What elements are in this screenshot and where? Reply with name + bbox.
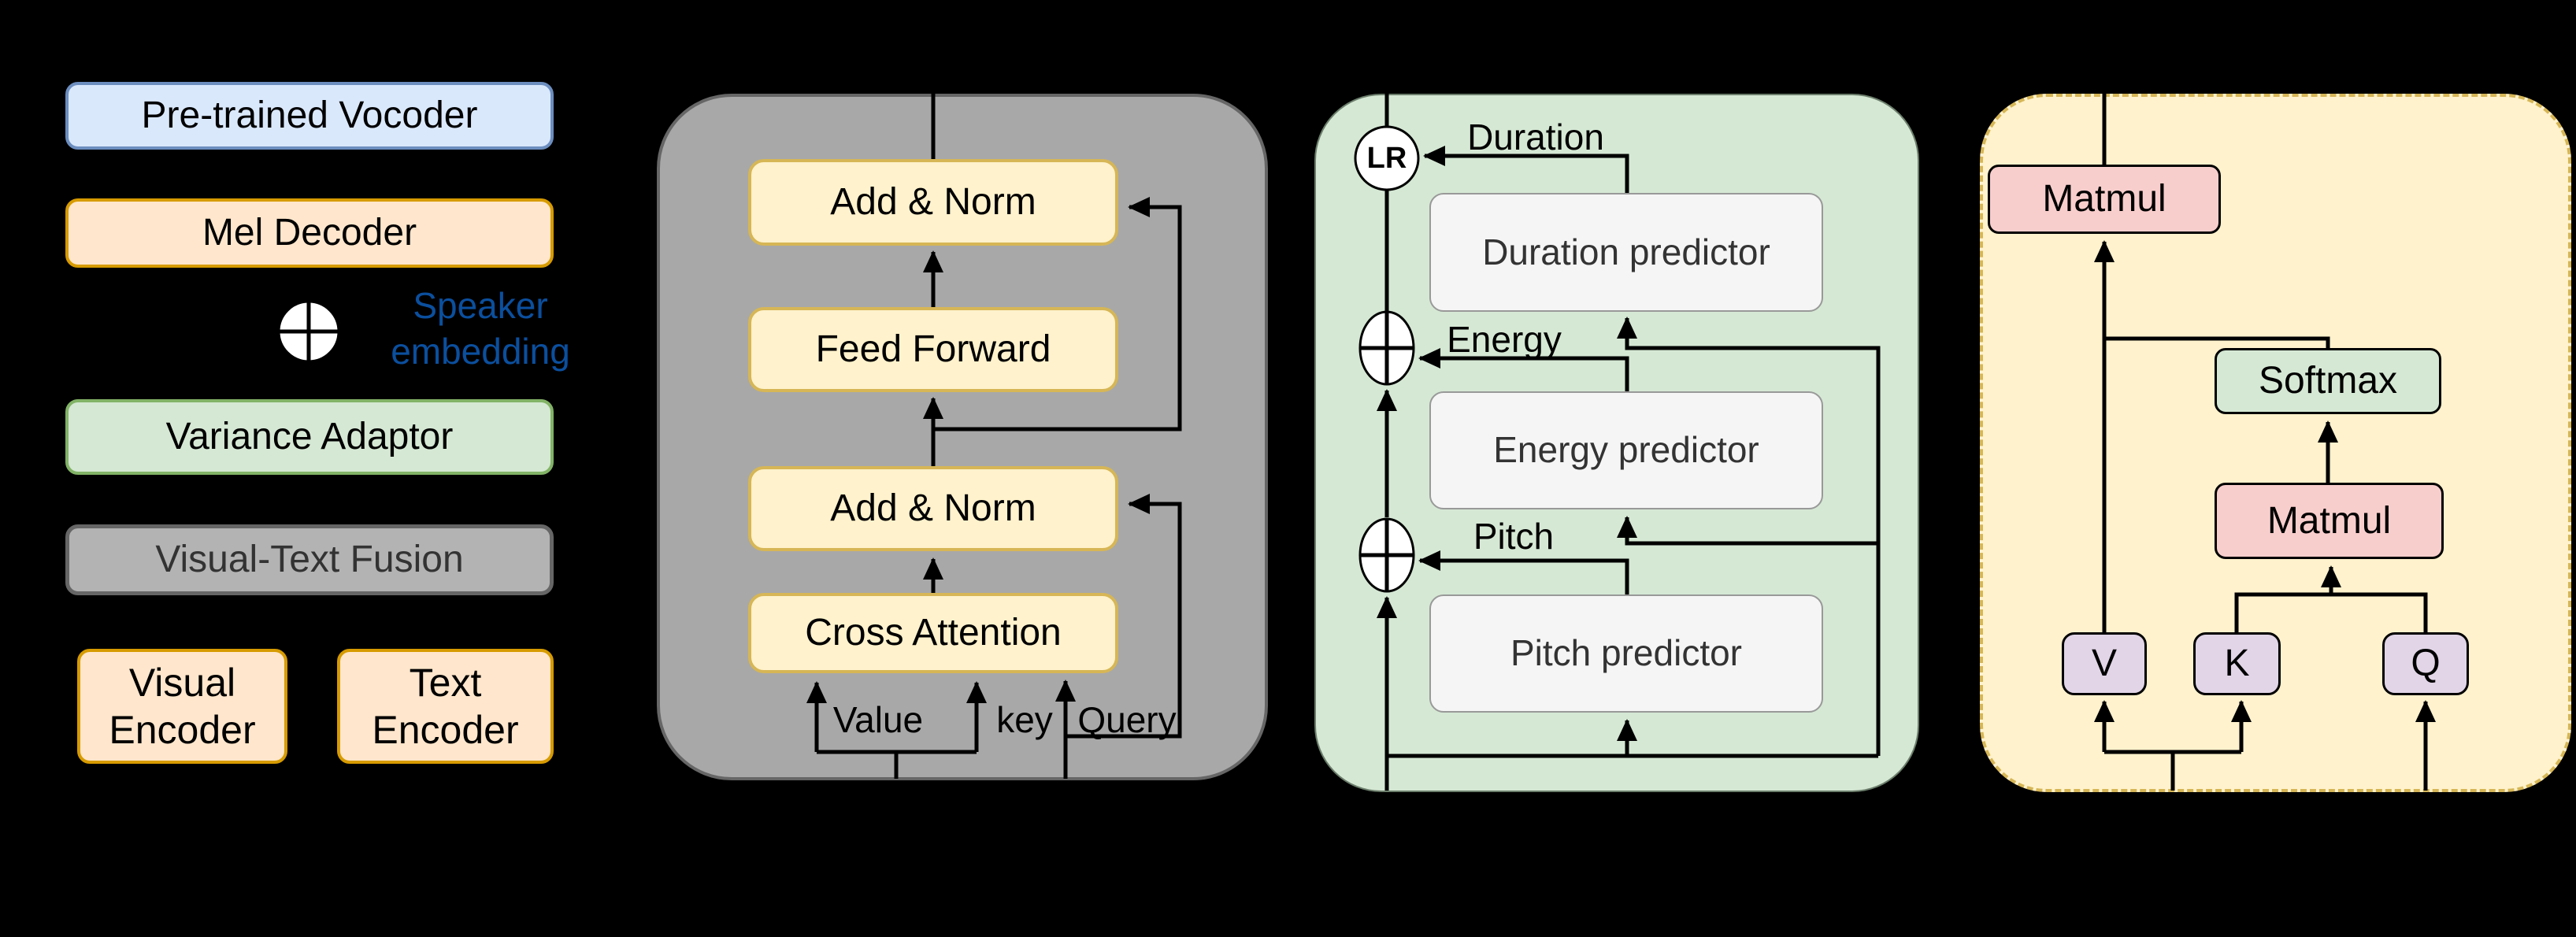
- add-icon-energy: [1358, 310, 1415, 386]
- cross-attention-box: Cross Attention: [748, 593, 1118, 673]
- matmul-bottom-box: Matmul: [2215, 483, 2444, 559]
- pitch-predictor-box: Pitch predictor: [1429, 594, 1823, 713]
- duration-predictor-box: Duration predictor: [1429, 193, 1823, 312]
- energy-predictor-box: Energy predictor: [1429, 391, 1823, 509]
- query-label: Query: [1077, 699, 1177, 740]
- key-label: key: [996, 699, 1053, 740]
- add-icon-speaker: [277, 300, 340, 363]
- text-encoder-box: Text Encoder: [337, 649, 554, 764]
- visual-encoder-box: Visual Encoder: [77, 649, 287, 764]
- add-norm-bottom-box: Add & Norm: [748, 466, 1118, 551]
- query-projection-box: Q: [2382, 632, 2469, 695]
- variance-adaptor-wires: [1354, 94, 1881, 791]
- matmul-top-box: Matmul: [1988, 165, 2221, 234]
- pretrained-vocoder-box: Pre-trained Vocoder: [65, 82, 554, 150]
- mel-decoder-box: Mel Decoder: [65, 198, 554, 268]
- energy-label: Energy: [1447, 319, 1562, 360]
- decoder-block-wires: [806, 94, 1182, 779]
- duration-label: Duration: [1467, 117, 1604, 157]
- variance-adaptor-box: Variance Adaptor: [65, 399, 554, 475]
- add-norm-top-box: Add & Norm: [748, 159, 1118, 246]
- lr-badge: LR: [1366, 141, 1407, 175]
- value-label: Value: [832, 699, 924, 740]
- visual-text-fusion-box: Visual-Text Fusion: [65, 524, 554, 595]
- add-icon-pitch: [1358, 517, 1415, 593]
- lr-icon: [1354, 125, 1420, 191]
- key-projection-box: K: [2193, 632, 2281, 695]
- value-projection-box: V: [2062, 632, 2147, 695]
- softmax-box: Softmax: [2215, 348, 2441, 414]
- speaker-embedding-label: Speaker embedding: [391, 285, 570, 372]
- feed-forward-box: Feed Forward: [748, 307, 1118, 392]
- pitch-label: Pitch: [1473, 516, 1555, 557]
- attention-detail-wires: [2094, 94, 2436, 791]
